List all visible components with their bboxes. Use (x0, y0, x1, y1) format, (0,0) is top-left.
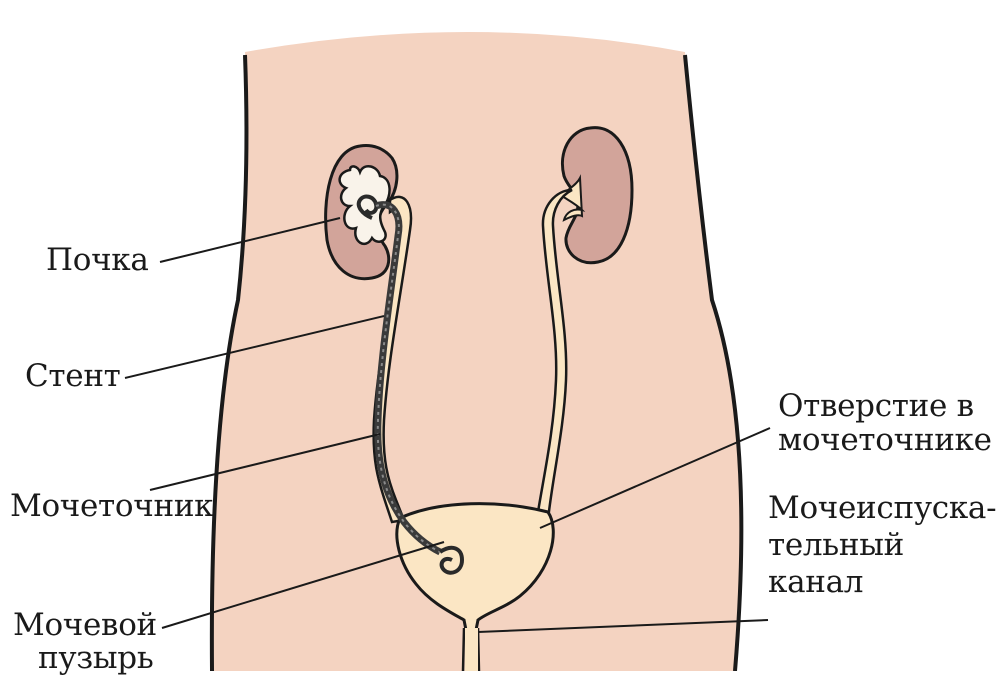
label-kidney: Почка (46, 242, 149, 278)
label-urethra-line3: канал (768, 564, 863, 600)
label-bladder-line1: Мочевой (13, 607, 157, 643)
label-stent: Стент (25, 358, 121, 394)
label-opening-line1: Отверстие в (778, 388, 974, 424)
label-opening-line2: мочеточнике (778, 422, 992, 458)
label-urethra-line1: Мочеиспуска- (768, 490, 996, 526)
label-ureter: Мочеточник (10, 488, 213, 524)
label-urethra-line2: тельный (768, 527, 904, 563)
